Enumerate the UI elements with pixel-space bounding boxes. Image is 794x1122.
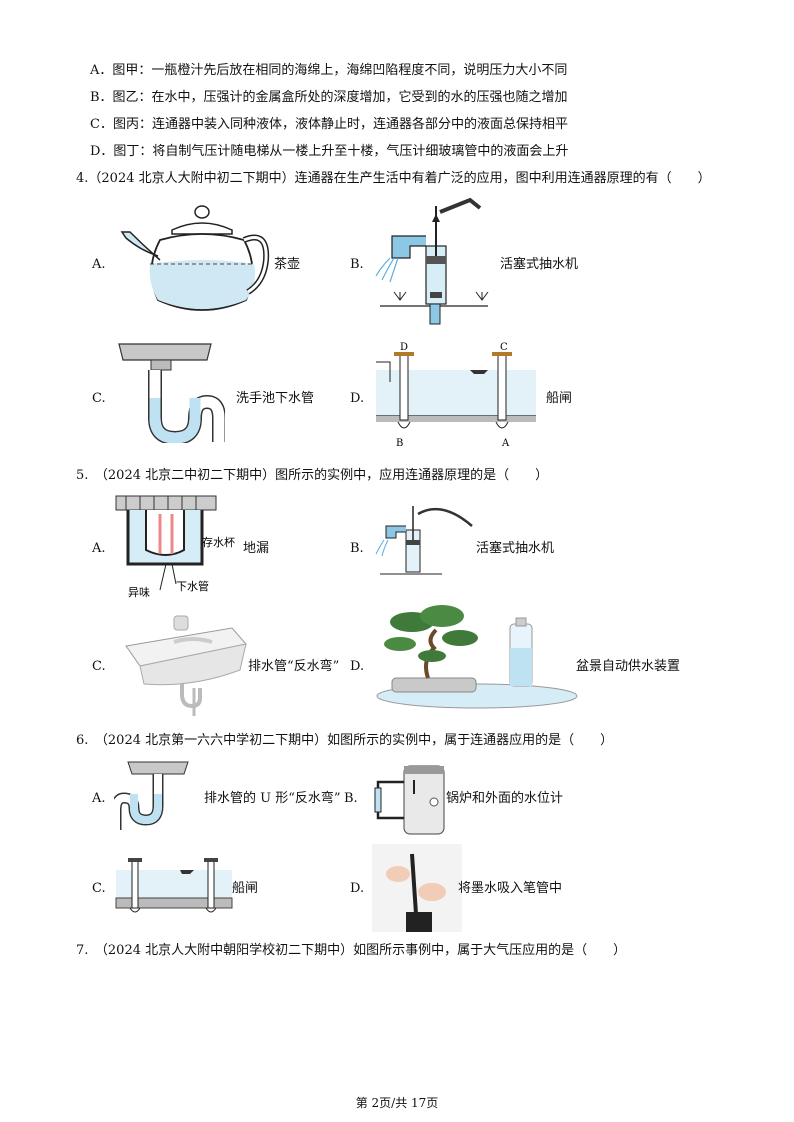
bonsai-watering-figure [376,605,578,709]
lock-label-c: C [500,342,508,353]
q5-option-c-letter: C. [92,659,106,674]
q6-option-c-caption: 船闸 [232,881,259,896]
q6-option-b-caption: 锅炉和外面的水位计 [446,791,564,806]
q4-option-a-letter: A. [92,257,106,272]
page-footer: 第 2页/共 17页 [355,1096,439,1110]
q5-option-c-caption: 排水管“反水弯” [248,659,340,674]
teapot-figure [120,205,270,311]
q4-stem: 4.（2024 北京人大附中初二下期中）连通器在生产生活中有着广泛的应用，图中利… [76,171,711,186]
q7-stem: 7. （2024 北京人大附中朝阳学校初二下期中）如图所示事例中，属于大气压应用… [76,943,627,958]
lock-label-b: B [396,438,403,449]
ship-lock-small-figure [115,858,233,913]
q5-stem: 5. （2024 北京二中初二下期中）图所示的实例中，应用连通器原理的是（ ） [76,468,549,483]
ship-lock-figure: D C B A [376,342,536,449]
boiler-gauge-figure [374,765,445,835]
q3-option-b: B．图乙：在水中，压强计的金属盒所处的深度增加，它受到的水的压强也随之增加 [90,90,568,105]
q6-stem: 6. （2024 北京第一六六中学初二下期中）如图所示的实例中，属于连通器应用的… [76,733,614,748]
q4-option-c-caption: 洗手池下水管 [236,391,315,406]
q4-option-d-caption: 船闸 [546,391,573,406]
ink-pen-figure [372,844,462,932]
q3-option-a: A．图甲：一瓶橙汁先后放在相同的海绵上，海绵凹陷程度不同，说明压力大小不同 [90,63,568,78]
q4-option-b-caption: 活塞式抽水机 [500,257,579,272]
sink-drain-figure [118,343,225,443]
q6-option-b-letter: B. [344,791,358,806]
odor-label: 异味 [128,586,150,598]
q6-option-a-caption: 排水管的 U 形“反水弯” [204,791,341,806]
lock-label-d: D [400,342,408,353]
q6-option-a-letter: A. [92,791,106,806]
q6-option-c-letter: C. [92,881,106,896]
washbasin-figure [125,615,247,716]
pipe-label: 下水管 [176,579,209,593]
q4-option-c-letter: C. [92,391,106,406]
q6-option-d-letter: D. [350,881,365,896]
q6-option-d-caption: 将墨水吸入笔管中 [458,881,563,896]
q4-option-b-letter: B. [350,257,364,272]
cup-label: 存水杯 [202,535,235,549]
piston-pump-small-figure [375,506,473,575]
floor-drain-figure: 存水杯 异味 下水管 [115,495,235,598]
q5-option-b-letter: B. [350,541,364,556]
u-trap-figure [114,761,189,830]
q5-option-b-caption: 活塞式抽水机 [476,541,555,556]
lock-label-a: A [501,438,510,449]
q4-option-d-letter: D. [350,391,365,406]
q5-option-a-caption: 地漏 [243,541,270,556]
q5-option-d-letter: D. [350,659,365,674]
q3-option-d: D．图丁：将自制气压计随电梯从一楼上升至十楼，气压计细玻璃管中的液面会上升 [90,144,569,159]
q3-option-c: C．图丙：连通器中装入同种液体，液体静止时，连通器各部分中的液面总保持相平 [90,117,568,132]
piston-pump-figure [375,197,489,325]
q4-option-a-caption: 茶壶 [274,257,301,272]
q5-option-a-letter: A. [92,541,106,556]
q5-option-d-caption: 盆景自动供水装置 [576,659,681,674]
